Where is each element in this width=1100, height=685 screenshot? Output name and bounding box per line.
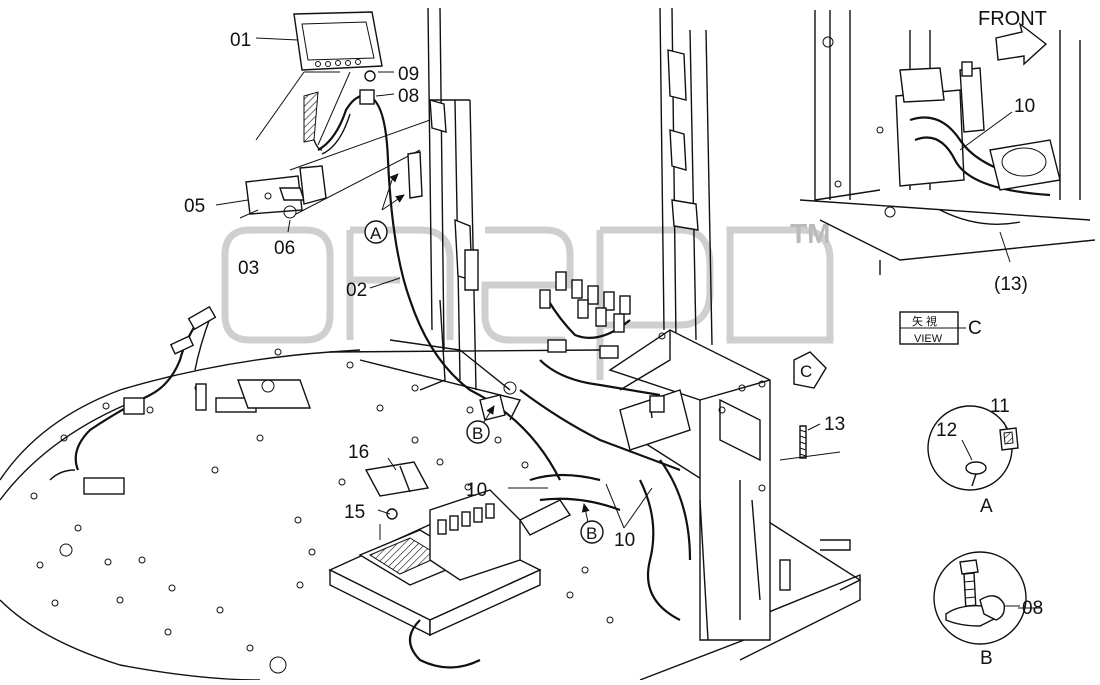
callout-c-letter: C	[800, 362, 812, 381]
label-03: 03	[238, 258, 259, 279]
left-column	[389, 7, 511, 391]
callout-b-2: B	[580, 503, 604, 544]
label-10-detail: 10	[1014, 96, 1035, 117]
label-13-detail: (13)	[994, 274, 1028, 295]
watermark-tm: TM	[790, 218, 830, 249]
label-11: 11	[990, 396, 1010, 417]
detail-b-label: B	[980, 648, 993, 669]
label-05: 05	[184, 196, 205, 217]
view-text: VIEW	[914, 333, 943, 345]
monitor-01	[293, 11, 383, 71]
label-09: 09	[398, 64, 419, 85]
callout-a: A	[364, 220, 388, 244]
detail-view-c	[799, 10, 1096, 275]
label-10-mid: 10	[466, 480, 487, 501]
bolt-13	[779, 425, 841, 461]
cable-02	[317, 70, 561, 481]
callout-b-1: B	[466, 405, 495, 444]
label-15: 15	[344, 502, 365, 523]
detail-b: B	[933, 551, 1027, 669]
detail-a-label: A	[980, 496, 993, 517]
front-arrow: FRONT	[978, 8, 1048, 66]
view-c-box: 矢 視 VIEW C	[899, 311, 982, 345]
callout-b2-letter: B	[586, 524, 597, 543]
label-10-low: 10	[614, 530, 635, 551]
callout-c: C	[793, 351, 827, 389]
label-08: 08	[398, 86, 419, 107]
part-labels: 01 09 08 05 06 03 02 10 (13) 13 16 10 15…	[184, 30, 1043, 619]
floor-plate	[0, 348, 862, 681]
right-column	[659, 7, 713, 346]
left-harness	[49, 305, 311, 495]
label-01: 01	[230, 30, 251, 51]
label-02: 02	[346, 280, 367, 301]
detail-a: A	[927, 405, 1019, 517]
leader-lines	[215, 37, 1040, 609]
callout-a-letter: A	[370, 224, 382, 243]
fuse-box	[328, 461, 542, 669]
view-letter: C	[968, 318, 982, 339]
label-08-detail: 08	[1022, 598, 1043, 619]
view-kanji: 矢 視	[912, 314, 937, 328]
label-13: 13	[824, 414, 845, 435]
callout-b1-letter: B	[472, 424, 483, 443]
watermark-logo: TM	[221, 218, 834, 380]
central-harness	[519, 271, 681, 472]
label-12: 12	[936, 420, 957, 441]
electrical-box	[608, 329, 851, 641]
monitor-bracket	[239, 71, 431, 219]
floor-clamps	[479, 394, 621, 536]
front-label: FRONT	[978, 8, 1047, 30]
label-16: 16	[348, 442, 369, 463]
label-06: 06	[274, 238, 295, 259]
